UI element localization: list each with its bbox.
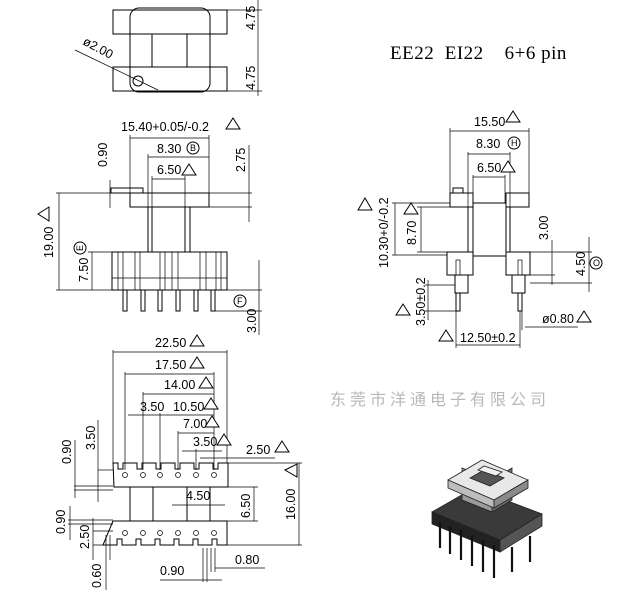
dim-base-height: 7.50	[77, 258, 91, 282]
pin	[140, 289, 146, 312]
top-flange-upper	[112, 9, 228, 35]
bottom-comb-lower	[102, 520, 228, 546]
marker-h: H	[511, 138, 518, 148]
tolerance-triangle-icon	[283, 463, 298, 478]
dim-front-inner: 8.30	[157, 142, 181, 156]
dim-side-inner: 8.30	[476, 137, 500, 151]
tolerance-triangle-icon	[438, 329, 454, 342]
dim-pin: 0.80	[235, 553, 259, 567]
tolerance-triangle-icon	[395, 303, 411, 316]
pin	[517, 292, 523, 312]
top-core-outline	[129, 7, 211, 93]
watermark: 东莞市洋通电子有限公司	[330, 390, 550, 409]
dim-front-top-height: 2.75	[234, 148, 248, 172]
dim-pin-span: 12.50±0.2	[460, 331, 516, 345]
marker-e: E	[75, 245, 85, 251]
dim-top-lower: 4.75	[244, 66, 258, 90]
tolerance-triangle-icon	[216, 433, 232, 446]
dim-front-flange: 0.90	[96, 143, 110, 167]
dim-slot-top: 3.50	[84, 426, 98, 450]
marker-b: B	[190, 143, 196, 153]
dim-gap: 6.50	[239, 494, 253, 518]
dim-slot: 0.90	[160, 564, 184, 578]
dim-flange-top: 0.90	[60, 440, 74, 464]
bottom-view: 22.50 17.50 14.00 3.50 10.50 7.00 3.50 2…	[54, 334, 302, 590]
dim-pitch2: 7.00	[183, 417, 207, 431]
dim-pin-offset: 3.50±0.2	[414, 277, 428, 326]
pin	[210, 289, 216, 312]
dim-total-height: 19.00	[42, 227, 56, 258]
marker-f: F	[237, 296, 243, 306]
tolerance-triangle-icon	[576, 310, 592, 323]
top-flange-lower	[112, 66, 228, 92]
tolerance-triangle-icon	[357, 197, 373, 211]
marker-o: O	[593, 258, 600, 268]
dim-flange-bottom: 0.90	[54, 510, 68, 534]
side-flange-left	[449, 192, 474, 208]
dim-rim: 0.60	[90, 564, 104, 588]
tolerance-triangle-icon	[37, 206, 50, 222]
dim-side-width: 15.50	[474, 115, 505, 129]
dim-pin-diameter: ø0.80	[542, 312, 574, 326]
pin	[193, 289, 199, 312]
dim-side-height: 10.30+0/-0.2	[377, 197, 391, 268]
front-view: 15.40+0.05/-0.2 8.30 B 6.50 0.90 2.75 19…	[37, 117, 262, 335]
dim-pitch3: 10.50	[173, 400, 204, 414]
dim-core: 4.50	[186, 489, 210, 503]
top-view: ø2.00 4.75 4.75	[74, 0, 262, 96]
tolerance-triangle-icon	[203, 397, 219, 410]
dim-depth: 16.00	[284, 489, 298, 520]
bobbin-3d-render	[431, 459, 543, 578]
front-top-flange	[129, 192, 210, 208]
tolerance-triangle-icon	[198, 376, 214, 389]
tolerance-triangle-icon	[225, 117, 241, 130]
pin	[455, 292, 461, 312]
hole-diameter-label: ø2.00	[81, 34, 116, 61]
dim-pitch5: 17.50	[155, 358, 186, 372]
tolerance-triangle-icon	[500, 160, 516, 173]
pin	[157, 289, 163, 312]
drawing-title: EE22 EI22 6+6 pin	[390, 43, 567, 64]
dim-window: 8.70	[405, 221, 419, 245]
dim-pin-length: 3.00	[245, 309, 259, 333]
hole-marker	[132, 75, 144, 87]
tolerance-triangle-icon	[505, 110, 521, 123]
dim-front-core: 6.50	[157, 163, 181, 177]
front-base	[111, 251, 228, 291]
dim-pitch4: 14.00	[164, 378, 195, 392]
dim-top-upper: 4.75	[244, 6, 258, 30]
dim-side-core: 6.50	[477, 161, 501, 175]
dim-side-base: 4.50	[574, 252, 588, 276]
tolerance-triangle-icon	[189, 356, 205, 369]
front-pins	[122, 289, 216, 312]
tolerance-triangle-icon	[189, 334, 205, 347]
bottom-comb-upper	[112, 462, 229, 488]
dim-edge: 2.50	[246, 443, 270, 457]
tolerance-triangle-icon	[181, 163, 197, 176]
dim-front-width: 15.40+0.05/-0.2	[121, 120, 209, 134]
side-flange-right	[505, 192, 530, 208]
dim-overall: 22.50	[155, 336, 186, 350]
tolerance-triangle-icon	[204, 415, 220, 428]
tolerance-triangle-icon	[274, 440, 290, 453]
dim-slot-bottom: 2.50	[78, 525, 92, 549]
side-view: 15.50 8.30 H 6.50 10.30+0/-0.2 8.70 3.00…	[357, 110, 603, 348]
pin	[122, 289, 128, 312]
dim-offset: 3.50	[140, 400, 164, 414]
pin	[175, 289, 181, 312]
dim-pitch1: 3.50	[193, 435, 217, 449]
dim-step: 3.00	[537, 216, 551, 240]
tolerance-triangle-icon	[403, 202, 419, 215]
